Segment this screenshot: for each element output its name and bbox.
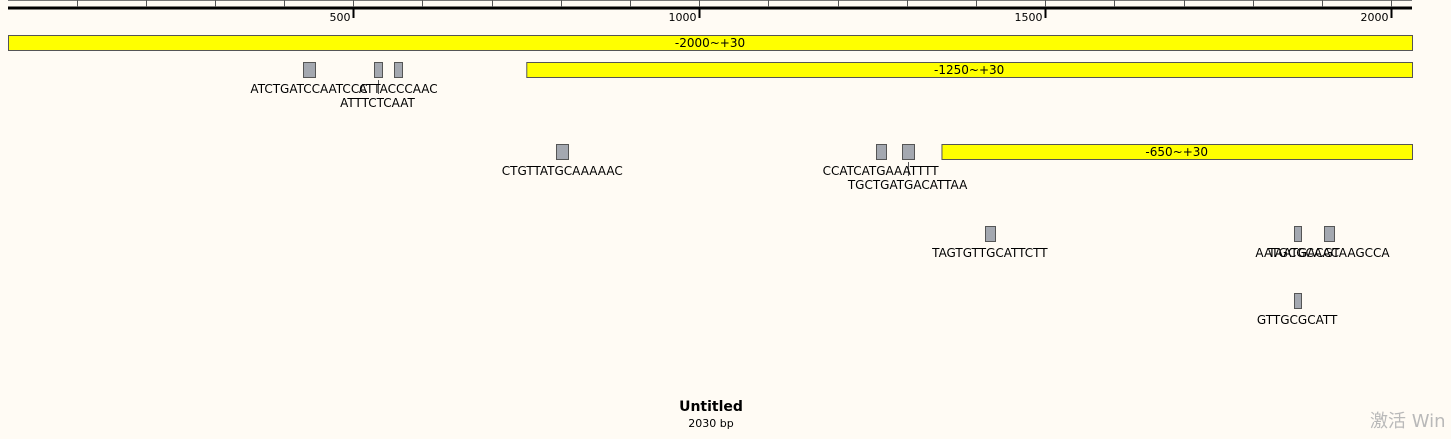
site-label: GTTGCGCATT	[1256, 313, 1338, 327]
site-marker[interactable]	[902, 144, 915, 160]
feature-regions	[8, 35, 1413, 160]
site-marker[interactable]	[556, 144, 569, 160]
region-label: -2000~+30	[674, 35, 746, 50]
site-label: CTGTTATGCAAAAAC	[501, 164, 623, 178]
sequence-title: Untitled	[679, 399, 743, 415]
site-label: TAATGACGTAAGCCA	[1268, 246, 1390, 260]
ruler	[8, 0, 1412, 18]
binding-sites	[303, 62, 1335, 309]
site-label: CCATCATGAAATTTT	[822, 164, 939, 178]
ruler-tick-label: 1000	[668, 11, 697, 24]
region-bar[interactable]	[526, 62, 1413, 78]
ruler-tick-label: 2000	[1360, 11, 1389, 24]
sequence-length: 2030 bp	[688, 417, 734, 430]
site-label: ATCTGATCCAATCCC	[250, 82, 368, 96]
site-label: TGCTGATGACATTAA	[847, 178, 968, 192]
ruler-tick-label: 1500	[1014, 11, 1043, 24]
site-label: TAGTGTTGCATTCTT	[932, 246, 1048, 260]
site-marker[interactable]	[1324, 226, 1335, 242]
site-label: ATTTCTCAAT	[340, 96, 415, 110]
site-marker[interactable]	[394, 62, 403, 78]
ruler-tick-label: 500	[329, 11, 351, 24]
site-marker[interactable]	[1294, 293, 1302, 309]
site-marker[interactable]	[303, 62, 316, 78]
region-bar[interactable]	[941, 144, 1413, 160]
site-label: ATTACCCAAC	[358, 82, 438, 96]
region-label: -650~+30	[1145, 144, 1209, 159]
site-marker[interactable]	[1294, 226, 1302, 242]
region-label: -1250~+30	[934, 62, 1005, 77]
site-marker[interactable]	[374, 62, 383, 78]
site-marker[interactable]	[876, 144, 887, 160]
site-label: AATGCGCAAC	[1255, 246, 1339, 260]
site-marker[interactable]	[985, 226, 996, 242]
region-bar[interactable]	[8, 35, 1413, 51]
watermark-text: 激活 Win	[1370, 411, 1446, 432]
